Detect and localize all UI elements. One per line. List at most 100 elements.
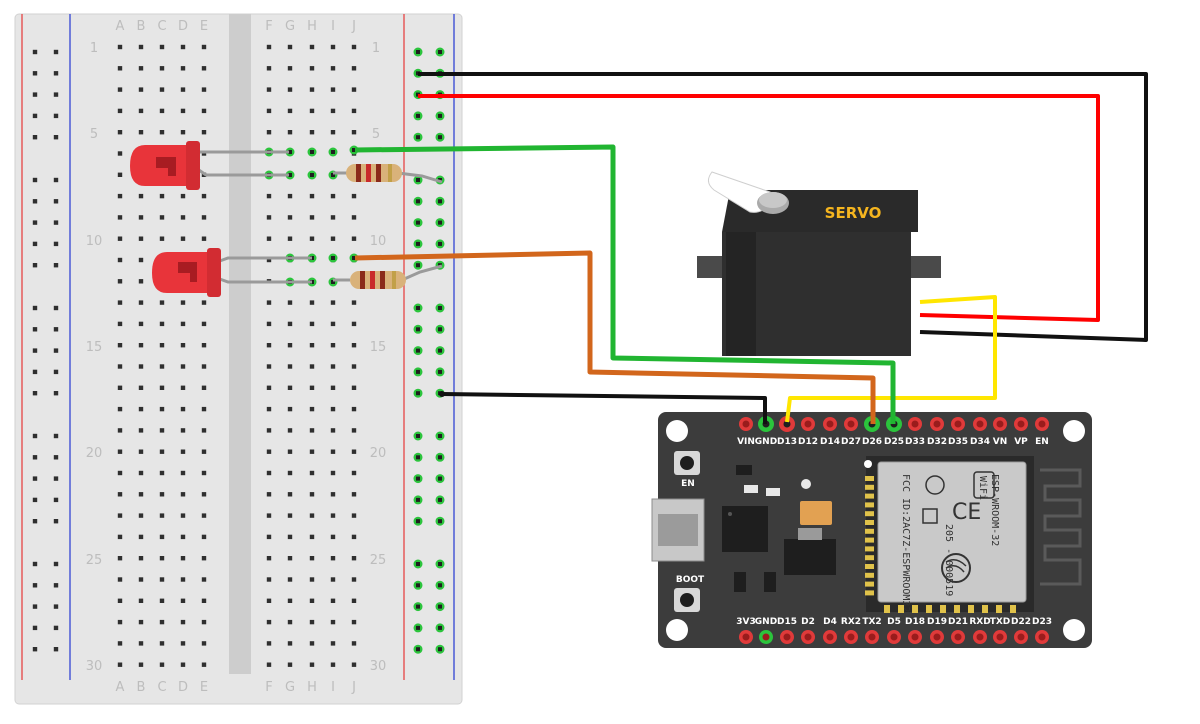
power-led: [801, 479, 811, 489]
rail-hole-active-center: [416, 135, 420, 140]
wroom-module-shield: [877, 461, 1027, 603]
pin-label-d19: D19: [927, 617, 947, 627]
wire-servo-gnd: [418, 72, 1148, 342]
breadboard-hole: [159, 598, 165, 603]
header-pin-bottom-hole: [847, 633, 855, 641]
col-letter-e-bottom: E: [200, 680, 208, 695]
wroom-pad-left: [865, 520, 874, 525]
wire-servo-signal: [785, 295, 997, 423]
rail-hole-active-center: [416, 220, 420, 225]
rail-hole: [32, 241, 38, 247]
row-number-20-left: 20: [86, 446, 103, 461]
terminal-hole-active-center: [331, 150, 335, 154]
en-button[interactable]: [680, 456, 694, 470]
pin-label-txd: TXD: [990, 617, 1011, 627]
rail-hole: [53, 583, 59, 588]
wroom-pad-left: [865, 537, 874, 543]
rail-hole-active-center: [416, 263, 420, 268]
breadboard-hole: [138, 534, 144, 540]
breadboard-hole: [201, 470, 207, 476]
col-letter-h-top: H: [307, 19, 317, 34]
breadboard-hole: [266, 130, 272, 135]
breadboard-hole: [180, 598, 186, 603]
breadboard-hole: [201, 492, 207, 497]
terminal-hole-active-center: [331, 280, 335, 284]
breadboard-holes: [32, 44, 443, 667]
rail-hole-active-center: [416, 434, 420, 438]
rail-hole-active-center: [416, 178, 420, 182]
breadboard-hole: [180, 556, 186, 561]
pin-label-d12: D12: [798, 437, 818, 447]
breadboard-hole: [201, 215, 207, 220]
breadboard-hole: [117, 279, 123, 284]
servo-shaft-top: [759, 192, 787, 208]
terminal-hole-active-center: [288, 173, 292, 177]
breadboard-hole: [180, 87, 186, 92]
led-1-cathode-leg: [195, 166, 289, 177]
rail-hole: [53, 625, 59, 631]
breadboard-hole: [287, 66, 293, 71]
breadboard-hole: [201, 130, 207, 135]
breadboard-hole: [330, 449, 336, 454]
cert-mark-icon: [925, 475, 945, 495]
wroom-fcc-id: FCC ID:2AC7Z-ESPWROOM32: [900, 474, 911, 612]
wroom-pad-bottom: [982, 605, 988, 613]
rail-hole-active-center: [438, 583, 442, 588]
rail-hole-active-center: [416, 369, 420, 374]
breadboard-hole: [159, 66, 165, 71]
breadboard-hole: [201, 662, 207, 667]
pin-label-vin: VIN: [737, 437, 755, 447]
row-number-25-right: 25: [370, 553, 387, 568]
breadboard-hole: [266, 556, 272, 561]
breadboard-hole: [266, 321, 272, 327]
header-pin-bottom-hole: [976, 633, 984, 641]
rail-hole-active-center: [438, 604, 442, 609]
breadboard-hole: [266, 343, 272, 348]
header-pin-bottom-hole: [933, 633, 941, 641]
breadboard-hole: [266, 470, 272, 476]
rail-hole: [32, 327, 38, 332]
breadboard-hole: [266, 577, 272, 582]
header-pin-connected-hole: [783, 420, 791, 428]
rail-hole-active-center: [438, 647, 442, 652]
led-1: [130, 141, 289, 190]
wire-esp-gnd: [441, 392, 767, 424]
breadboard-hole: [287, 470, 293, 476]
rail-hole-active-center: [416, 199, 420, 204]
col-letter-g-bottom: G: [285, 680, 295, 695]
wroom-pad-left: [865, 581, 874, 587]
breadboard-hole: [117, 300, 123, 305]
rail-hole: [53, 263, 59, 268]
breadboard-hole: [180, 641, 186, 646]
wroom-pad-bottom: [898, 605, 904, 613]
terminal-hole-active-center: [352, 148, 356, 152]
wroom-pin1-marker: [864, 460, 872, 468]
breadboard-hole: [159, 87, 165, 92]
rail-hole: [53, 220, 59, 225]
breadboard-hole: [138, 428, 144, 433]
breadboard-hole: [117, 556, 123, 561]
breadboard-hole: [117, 662, 123, 667]
breadboard-hole: [138, 257, 144, 263]
rail-hole-active-center: [416, 519, 420, 524]
rail-hole-active-center: [416, 476, 420, 481]
breadboard-hole: [201, 406, 207, 412]
wifi-mark-frame: [973, 471, 995, 499]
breadboard-hole: [351, 598, 357, 603]
breadboard-hole: [201, 44, 207, 50]
breadboard-hole: [180, 343, 186, 348]
breadboard-hole: [287, 534, 293, 540]
header-pin-bottom-hole: [996, 633, 1004, 641]
espressif-logo-swirl: [945, 559, 967, 573]
esp32-board: VIN GND D13 D12 D14 D27 D26 D25 D33 D32 …: [651, 412, 1092, 648]
col-letter-i-bottom: I: [331, 680, 335, 695]
breadboard-hole: [180, 321, 186, 327]
voltage-regulator: [784, 539, 836, 575]
rail-hole: [53, 92, 59, 97]
rail-hole-active-center: [438, 519, 442, 524]
breadboard-hole: [180, 492, 186, 497]
col-letter-d-bottom: D: [178, 680, 188, 695]
rail-hole: [53, 241, 59, 247]
terminal-hole-active-center: [288, 150, 292, 154]
boot-button[interactable]: [680, 593, 694, 607]
